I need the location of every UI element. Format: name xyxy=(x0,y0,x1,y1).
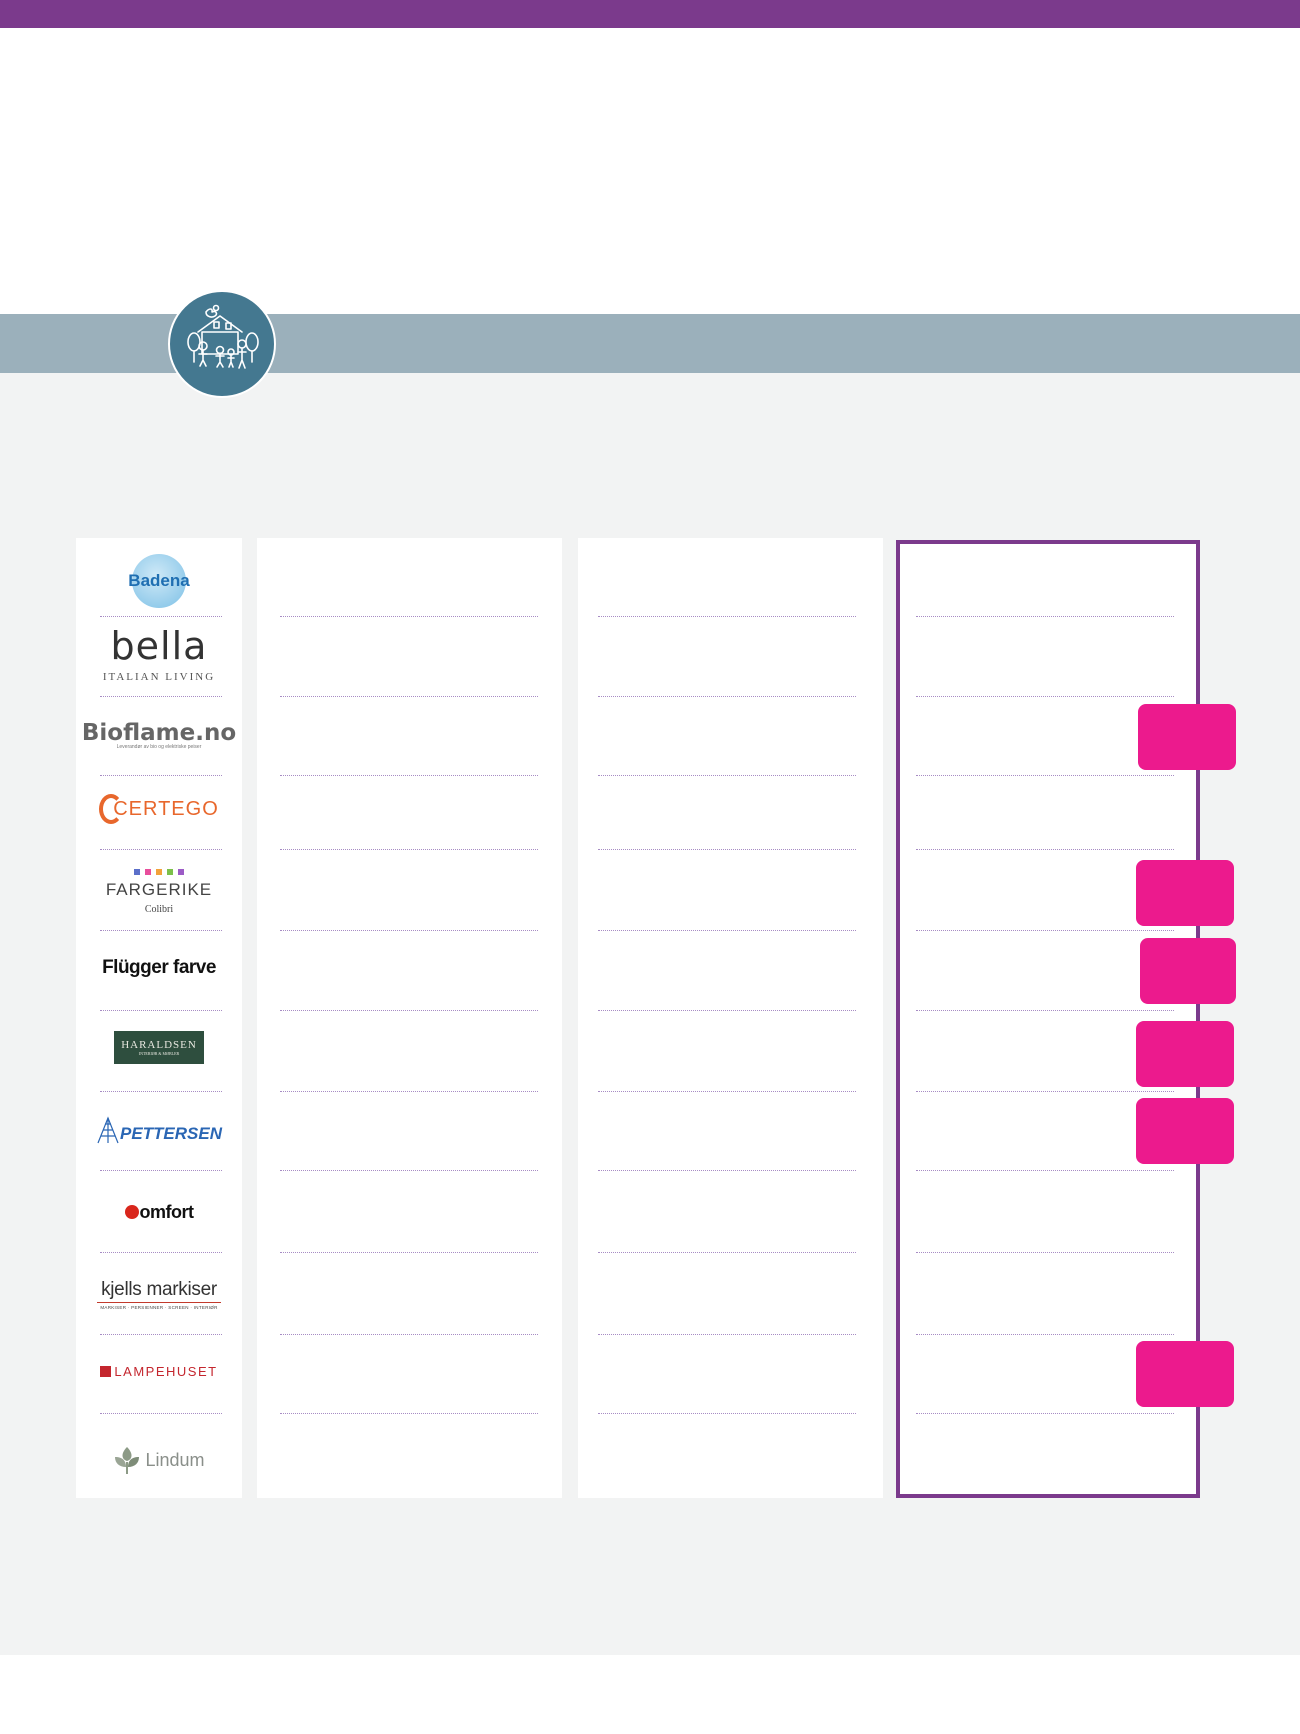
section-badge xyxy=(168,290,276,398)
row-separator xyxy=(280,696,538,697)
fargerike-logo-text: FARGERIKE xyxy=(105,880,213,899)
bioflame-logo-subtitle: Leverandør av bio og elektriske peiser xyxy=(116,744,202,750)
row-separator xyxy=(916,930,1174,931)
row-separator xyxy=(280,1252,538,1253)
brand-logo-column xyxy=(76,538,242,1498)
certego-logo-text: CERTEGO xyxy=(113,797,219,820)
kjells-logo-text: kjells markiser xyxy=(101,1278,217,1300)
row-separator xyxy=(916,696,1174,697)
fargerike-dots-icon xyxy=(134,869,184,875)
pettersen-logo-text: PETTERSEN xyxy=(119,1124,223,1143)
row-separator xyxy=(598,1334,856,1335)
side-tab xyxy=(1140,938,1236,1004)
row-separator xyxy=(598,1413,856,1414)
row-separator xyxy=(598,1010,856,1011)
row-separator xyxy=(916,775,1174,776)
comfort-c-icon xyxy=(124,1205,139,1219)
side-tab xyxy=(1136,1021,1234,1087)
info-column-1 xyxy=(257,538,562,1498)
row-separator xyxy=(280,775,538,776)
row-separator xyxy=(916,616,1174,617)
logo-haraldsen: HARALDSEN INTERIØR & MØBLER xyxy=(76,1028,242,1066)
top-accent-bar xyxy=(0,0,1300,28)
row-separator xyxy=(598,775,856,776)
row-separator xyxy=(280,1413,538,1414)
logo-badena: Badena xyxy=(76,548,242,614)
row-separator xyxy=(280,1010,538,1011)
fargerike-logo-subtitle: Colibri xyxy=(144,904,174,915)
logo-comfort: omfort xyxy=(76,1194,242,1230)
lindum-leaf-icon xyxy=(115,1447,140,1474)
row-separator xyxy=(916,1252,1174,1253)
row-separator xyxy=(280,1334,538,1335)
row-separator xyxy=(598,616,856,617)
row-separator xyxy=(100,1252,222,1253)
badena-globe-icon: Badena xyxy=(128,554,190,608)
haraldsen-logo-subtitle: INTERIØR & MØBLER xyxy=(138,1050,180,1056)
haraldsen-logo-text: HARALDSEN xyxy=(121,1038,197,1051)
bioflame-logo-text: Bioflame.no xyxy=(81,720,237,746)
logo-bella: bella ITALIAN LIVING xyxy=(76,620,242,690)
row-separator xyxy=(100,696,222,697)
logo-bioflame: Bioflame.no Leverandør av bio og elektri… xyxy=(76,710,242,760)
kjells-logo-subtitle: MARKISER · PERSIENNER · SCREEN · INTERIØ… xyxy=(100,1304,218,1310)
row-separator xyxy=(280,930,538,931)
side-tab xyxy=(1136,860,1234,926)
pettersen-house-icon xyxy=(97,1116,119,1144)
row-separator xyxy=(100,1334,222,1335)
highlight-column xyxy=(896,540,1200,1498)
logo-lampehuset: LAMPEHUSET xyxy=(76,1356,242,1386)
logo-fargerike: FARGERIKE Colibri xyxy=(76,862,242,922)
flugger-logo-text: Flügger farve xyxy=(102,957,216,978)
badena-logo-text: Badena xyxy=(128,571,190,590)
lindum-logo-text: Lindum xyxy=(145,1449,205,1470)
row-separator xyxy=(100,1010,222,1011)
logo-pettersen: PETTERSEN xyxy=(76,1110,242,1150)
row-separator xyxy=(916,1010,1174,1011)
row-separator xyxy=(916,1170,1174,1171)
row-separator xyxy=(280,1091,538,1092)
row-separator xyxy=(100,1091,222,1092)
side-tab xyxy=(1136,1098,1234,1164)
certego-c-icon xyxy=(99,794,124,824)
row-separator xyxy=(100,1413,222,1414)
info-column-2 xyxy=(578,538,883,1498)
bella-logo-text: bella xyxy=(110,624,208,668)
logo-certego: CERTEGO xyxy=(76,788,242,830)
row-separator xyxy=(100,775,222,776)
row-separator xyxy=(100,930,222,931)
row-separator xyxy=(916,1091,1174,1092)
row-separator xyxy=(280,1170,538,1171)
family-house-icon xyxy=(187,304,259,369)
row-separator xyxy=(598,1091,856,1092)
row-separator xyxy=(916,1334,1174,1335)
side-tab xyxy=(1136,1341,1234,1407)
logo-flugger: Flügger farve xyxy=(76,948,242,988)
row-separator xyxy=(280,616,538,617)
comfort-logo-text: omfort xyxy=(139,1201,195,1222)
row-separator xyxy=(598,930,856,931)
logo-kjells: kjells markiser MARKISER · PERSIENNER · … xyxy=(76,1272,242,1316)
row-separator xyxy=(100,849,222,850)
row-separator xyxy=(598,1170,856,1171)
row-separator xyxy=(100,616,222,617)
row-separator xyxy=(280,849,538,850)
lampehuset-logo-text: LAMPEHUSET xyxy=(114,1363,218,1379)
logo-lindum: Lindum xyxy=(76,1440,242,1480)
lampehuset-mark-icon xyxy=(100,1365,112,1377)
bella-logo-subtitle: ITALIAN LIVING xyxy=(102,671,216,683)
row-separator xyxy=(598,696,856,697)
row-separator xyxy=(916,849,1174,850)
kjells-underline xyxy=(97,1301,221,1303)
row-separator xyxy=(100,1170,222,1171)
row-separator xyxy=(916,1413,1174,1414)
row-separator xyxy=(598,849,856,850)
row-separator xyxy=(598,1252,856,1253)
side-tab xyxy=(1138,704,1236,770)
